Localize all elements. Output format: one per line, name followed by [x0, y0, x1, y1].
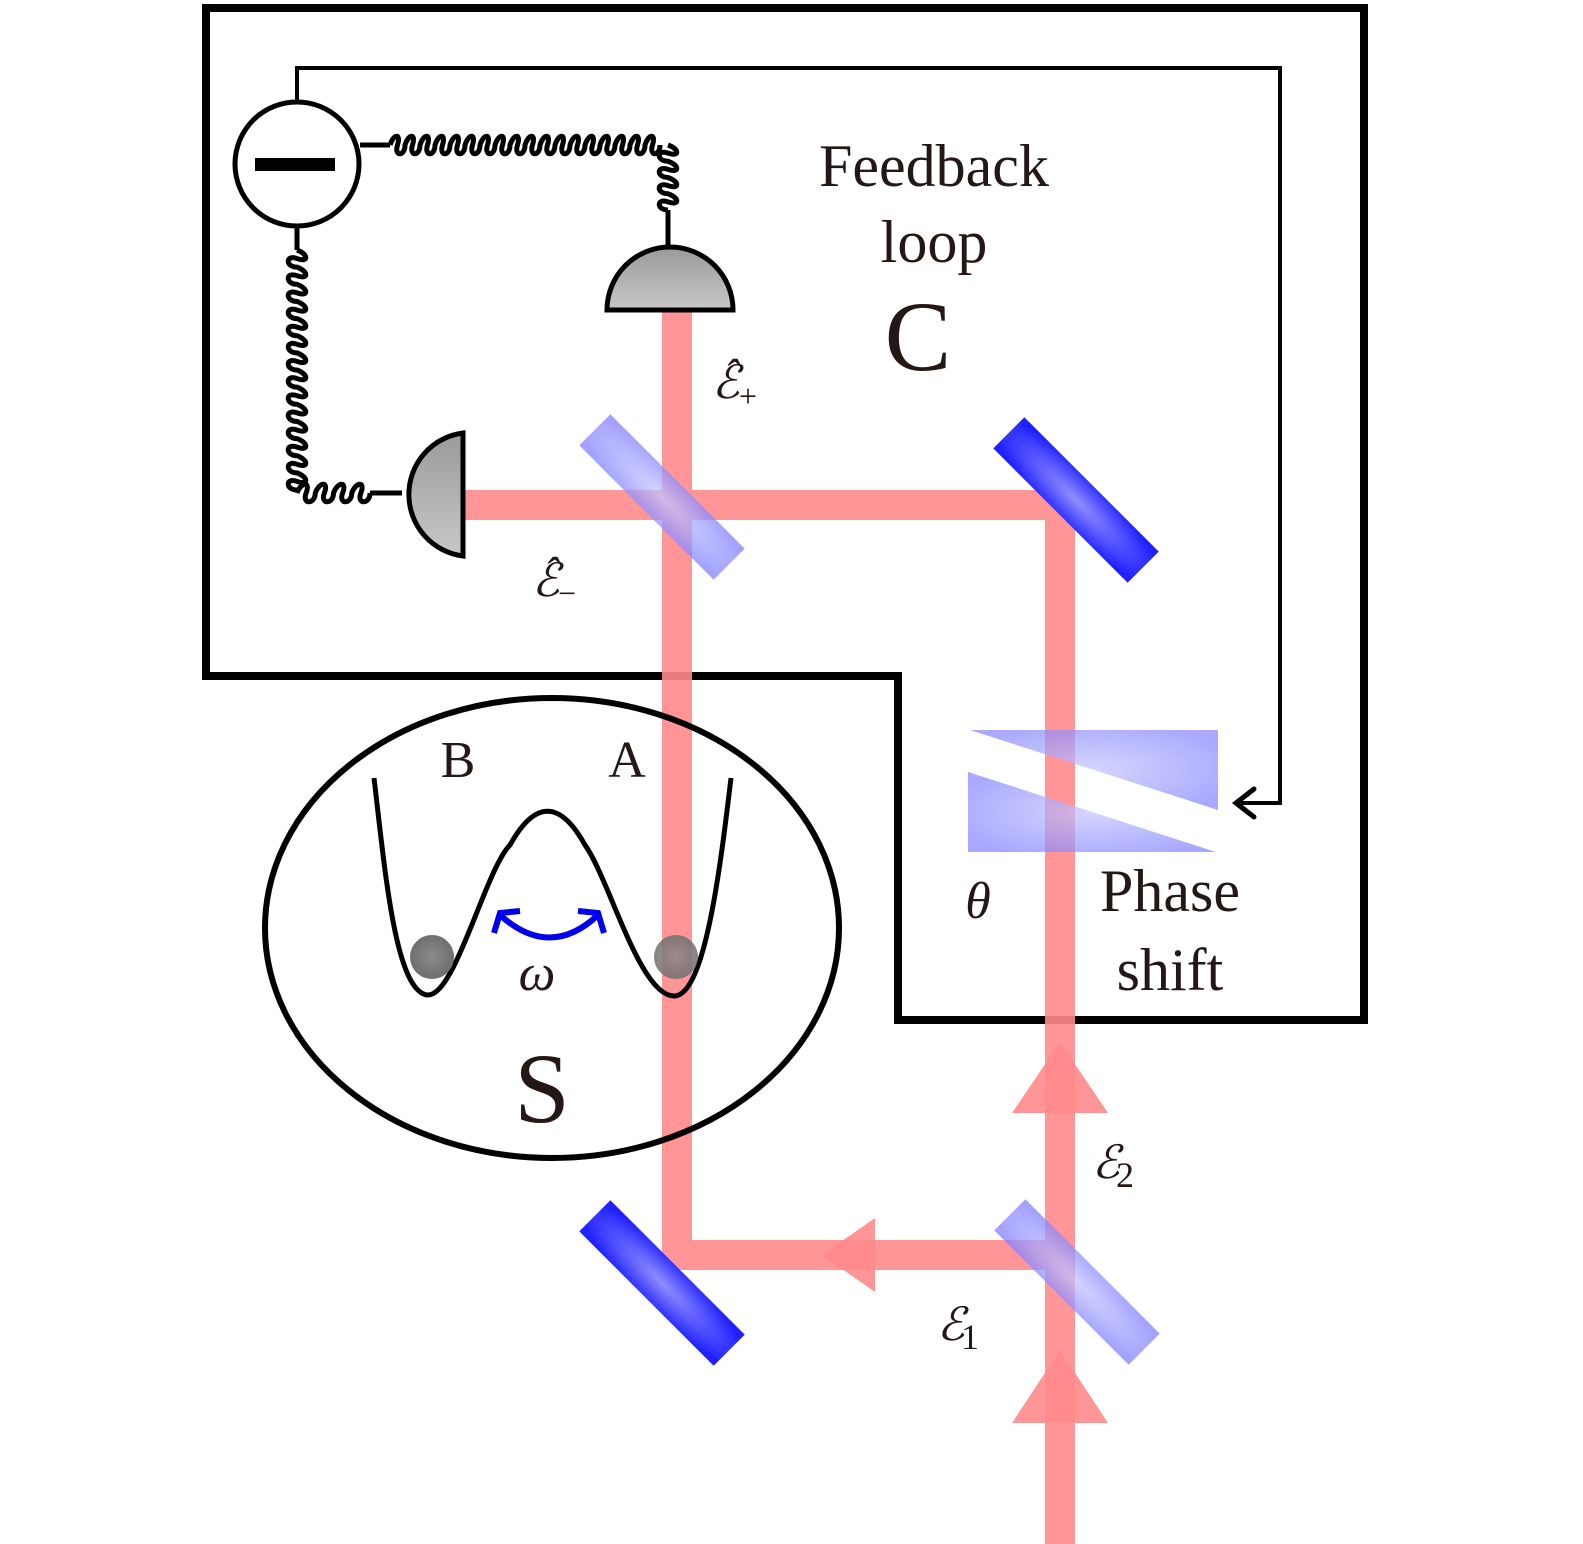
beamsplitter-detection	[579, 414, 745, 580]
feedback-wire	[295, 66, 1282, 805]
arrow-input-up	[1012, 1350, 1108, 1423]
feedback-label-line2: loop	[881, 209, 988, 275]
field-1-label: ℰ 1	[937, 1299, 979, 1357]
tunneling-arrowhead-left	[491, 908, 521, 934]
field-minus-hat: ˆ	[544, 549, 561, 598]
feedback-label-line1: Feedback	[819, 133, 1049, 199]
well-label-a: A	[608, 732, 646, 789]
wire-left-down	[285, 247, 309, 493]
system-boundary	[262, 695, 842, 1161]
tunneling-arrowhead-right	[577, 908, 607, 934]
controller-label: C	[885, 281, 952, 392]
field-minus-symbol: ℰ	[532, 555, 564, 606]
system-label: S	[514, 1033, 570, 1144]
feedback-arrowhead-icon	[1231, 786, 1257, 820]
field-plus-hat: ˆ	[724, 351, 741, 400]
mirror-top-right	[993, 417, 1159, 583]
field-2-label: ℰ 2	[1092, 1137, 1134, 1195]
particle-b	[410, 935, 454, 979]
wire-bottom	[294, 481, 373, 505]
wire-top	[387, 133, 663, 157]
field-plus-subscript: +	[739, 378, 757, 414]
detector-plus	[604, 244, 736, 313]
omega-label: ω	[519, 945, 556, 1002]
arrow-e1-left	[822, 1218, 875, 1292]
field-plus-symbol: ℰ	[712, 357, 744, 408]
beam-top-horizontal	[462, 490, 1060, 520]
phase-wedge-bottom	[968, 772, 1216, 852]
field-2-symbol: ℰ	[1092, 1137, 1124, 1188]
beam-probe-vertical	[662, 310, 692, 1270]
theta-label: θ	[965, 873, 991, 930]
phase-wedge-top	[970, 730, 1218, 810]
tunneling-arrow-icon	[497, 912, 601, 941]
subtractor	[232, 99, 362, 229]
controller-boundary	[202, 4, 1368, 1024]
arrow-e2-up	[1012, 1042, 1108, 1113]
field-1-subscript: 1	[961, 1317, 979, 1357]
wire-top-down	[656, 142, 680, 213]
field-1-symbol: ℰ	[937, 1299, 969, 1350]
phase-shift-label-line2: shift	[1117, 937, 1224, 1003]
detector-minus	[406, 430, 466, 559]
beamsplitter-input	[994, 1199, 1160, 1365]
well-label-b: B	[441, 732, 476, 789]
signal-wires	[285, 133, 680, 505]
minus-icon	[255, 158, 335, 171]
double-well-potential	[371, 777, 734, 999]
mirror-bottom-left	[579, 1200, 745, 1366]
particle-a	[654, 935, 698, 979]
field-minus-subscript: −	[558, 575, 576, 611]
phase-shifter[interactable]	[968, 730, 1218, 852]
phase-shift-label-line1: Phase	[1100, 858, 1240, 924]
field-2-subscript: 2	[1116, 1155, 1134, 1195]
field-plus-label: ˆ ℰ +	[712, 351, 757, 414]
field-minus-label: ˆ ℰ −	[532, 549, 576, 611]
